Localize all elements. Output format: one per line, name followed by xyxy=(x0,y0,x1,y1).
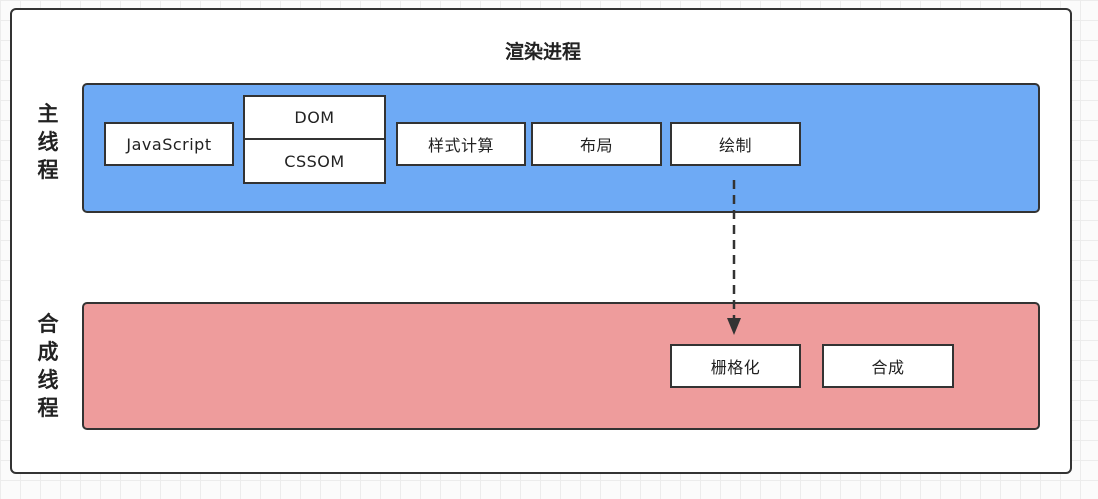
step-dom: DOM xyxy=(243,95,386,140)
step-javascript: JavaScript xyxy=(104,122,234,166)
compositor-thread-label: 合成线程 xyxy=(37,312,59,420)
step-composite: 合成 xyxy=(822,344,954,388)
step-cssom: CSSOM xyxy=(243,138,386,184)
step-layout: 布局 xyxy=(531,122,662,166)
diagram-title: 渲染进程 xyxy=(504,41,581,63)
step-paint: 绘制 xyxy=(670,122,801,166)
arrow-head xyxy=(727,318,741,335)
step-style-calc: 样式计算 xyxy=(396,122,526,166)
step-raster: 栅格化 xyxy=(670,344,801,388)
main-thread-label: 主线程 xyxy=(37,102,59,182)
